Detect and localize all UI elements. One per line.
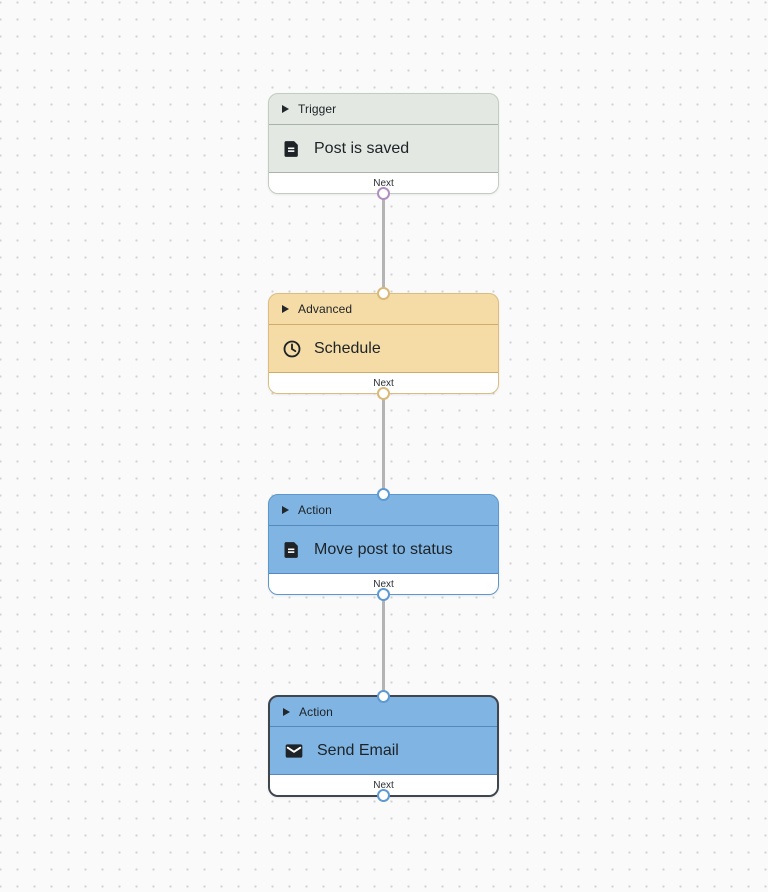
- email-icon: [285, 743, 303, 758]
- node-output-section: Next: [269, 573, 498, 594]
- node-title: Send Email: [317, 741, 399, 759]
- input-handle[interactable]: [377, 287, 390, 300]
- node-trigger-post-is-saved[interactable]: Trigger Post is saved Next: [268, 93, 499, 200]
- input-handle[interactable]: [377, 488, 390, 501]
- expand-triangle-icon: [282, 506, 289, 514]
- expand-triangle-icon: [282, 305, 289, 313]
- node-header[interactable]: Action: [269, 495, 498, 526]
- edge-connector: [382, 393, 385, 494]
- output-handle[interactable]: [377, 588, 390, 601]
- node-header[interactable]: Trigger: [269, 94, 498, 125]
- edge-connector: [382, 594, 385, 695]
- expand-triangle-icon: [282, 105, 289, 113]
- node-output-section: Next: [270, 774, 497, 795]
- node-category-label: Trigger: [298, 102, 337, 116]
- node-title: Schedule: [314, 339, 381, 357]
- node-advanced-schedule[interactable]: Advanced Schedule Next: [268, 287, 499, 400]
- node-body: Post is saved: [269, 125, 498, 172]
- post-icon: [284, 541, 298, 558]
- next-label: Next: [373, 377, 394, 389]
- next-label: Next: [373, 177, 394, 189]
- node-body: Move post to status: [269, 526, 498, 573]
- output-handle[interactable]: [377, 789, 390, 802]
- node-action-send-email[interactable]: Action Send Email Next: [268, 690, 499, 802]
- next-label: Next: [373, 578, 394, 590]
- node-category-label: Action: [298, 503, 332, 517]
- input-handle[interactable]: [377, 690, 390, 703]
- post-icon: [284, 140, 298, 157]
- node-action-move-post-to-status[interactable]: Action Move post to status Next: [268, 488, 499, 601]
- edge-connector: [382, 193, 385, 293]
- node-body: Schedule: [269, 325, 498, 372]
- node-header[interactable]: Action: [270, 697, 497, 727]
- clock-icon: [283, 340, 301, 357]
- node-title: Move post to status: [314, 540, 453, 558]
- node-category-label: Advanced: [298, 302, 353, 316]
- node-category-label: Action: [299, 704, 333, 719]
- expand-triangle-icon: [283, 707, 290, 716]
- next-label: Next: [373, 779, 394, 791]
- node-output-section: Next: [269, 172, 498, 193]
- output-handle[interactable]: [377, 387, 390, 400]
- node-header[interactable]: Advanced: [269, 294, 498, 325]
- node-title: Post is saved: [314, 139, 410, 157]
- node-output-section: Next: [269, 372, 498, 393]
- output-handle[interactable]: [377, 187, 390, 200]
- node-body: Send Email: [270, 727, 497, 774]
